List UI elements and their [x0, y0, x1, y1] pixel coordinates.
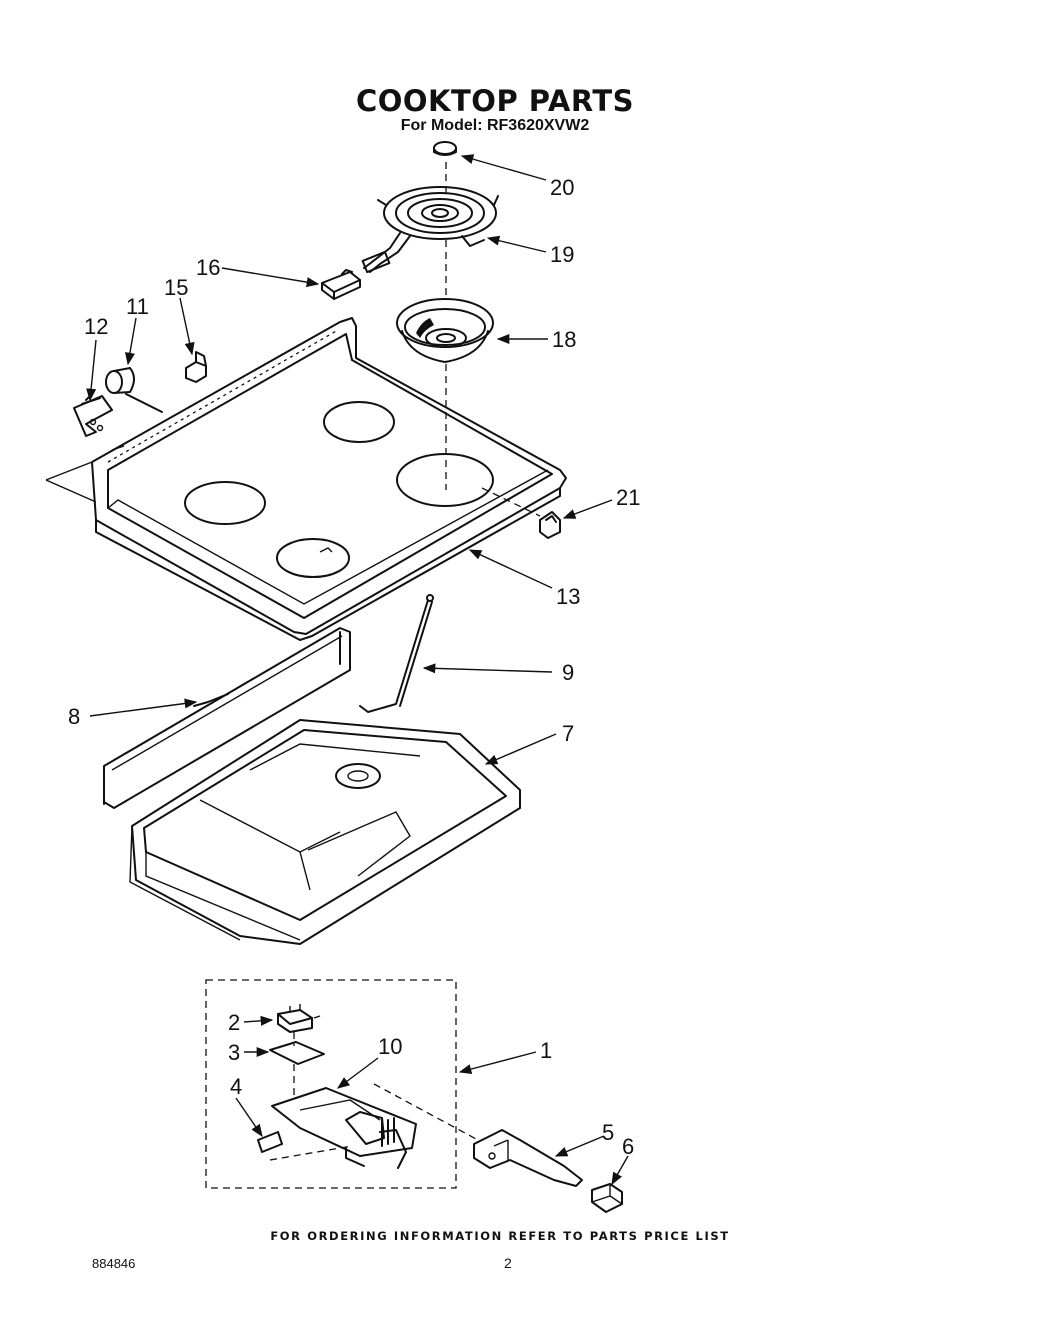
callout-10: 10 [378, 1034, 402, 1059]
callout-5: 5 [602, 1120, 614, 1145]
callout-16: 16 [196, 255, 220, 280]
part-6-connector [591, 1183, 623, 1213]
callout-7: 7 [562, 721, 574, 746]
part-16-terminal-block [321, 269, 361, 300]
part-18-drip-bowl [396, 298, 494, 363]
part-12-bracket [73, 395, 113, 437]
part-9-rod [359, 594, 434, 713]
callout-12: 12 [84, 314, 108, 339]
callout-3: 3 [228, 1040, 240, 1065]
ordering-info-note: FOR ORDERING INFORMATION REFER TO PARTS … [270, 1229, 730, 1243]
part-3-insulator [269, 1032, 325, 1096]
callout-6: 6 [622, 1134, 634, 1159]
part-4-clip [257, 1131, 283, 1153]
part-10-bracket [271, 1087, 417, 1169]
callout-21: 21 [616, 485, 640, 510]
callout-2: 2 [228, 1010, 240, 1035]
part-20-cap [433, 141, 457, 156]
callout-19: 19 [550, 242, 574, 267]
page-number: 2 [504, 1255, 512, 1271]
part-19-surface-element [361, 186, 499, 274]
part-11-hinge [105, 367, 163, 413]
part-8-panel [103, 627, 351, 809]
callout-13: 13 [556, 584, 580, 609]
callout-4: 4 [230, 1074, 242, 1099]
callout-20: 20 [550, 175, 574, 200]
part-2-switch [277, 1004, 321, 1033]
callout-18: 18 [552, 327, 576, 352]
part-7-burner-box [129, 719, 521, 945]
document-number: 884846 [92, 1256, 136, 1271]
part-15-clip [185, 351, 207, 383]
callout-15: 15 [164, 275, 188, 300]
page-title: COOKTOP PARTS [355, 84, 635, 118]
part-5-probe [473, 1129, 583, 1187]
callout-8: 8 [68, 704, 80, 729]
part-1-assembly-box [205, 979, 457, 1189]
callout-1: 1 [540, 1038, 552, 1063]
part-13-cooktop [91, 317, 567, 641]
callout-11: 11 [126, 294, 149, 319]
part-21-clip [539, 511, 561, 539]
model-subtitle: For Model: RF3620XVW2 [400, 117, 590, 134]
callout-9: 9 [562, 660, 574, 685]
leader-lines [86, 154, 629, 1186]
